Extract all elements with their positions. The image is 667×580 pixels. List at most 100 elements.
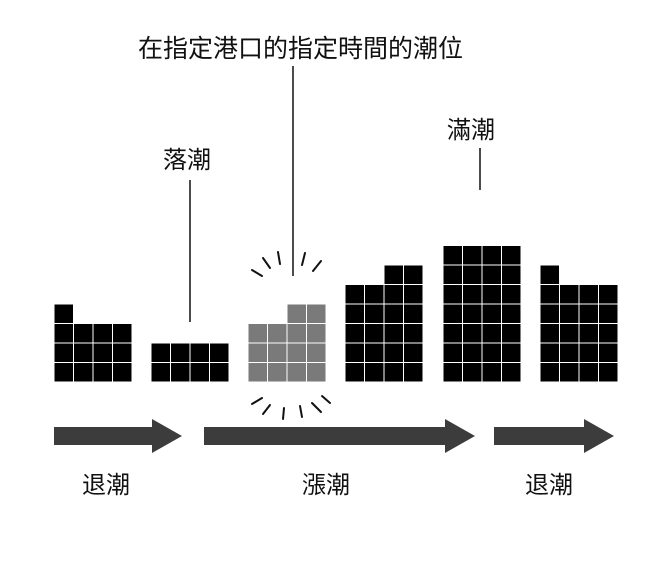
tide-cell [442, 323, 463, 344]
tide-block-falling-after-high [539, 264, 619, 383]
tide-cell [578, 342, 599, 363]
tide-cell [383, 323, 404, 344]
tide-cell [462, 245, 483, 266]
tide-cell [286, 323, 307, 344]
tide-cell [598, 323, 619, 344]
tide-cell [578, 362, 599, 383]
tide-cell [481, 245, 502, 266]
tide-cell [73, 362, 94, 383]
flood-label: 漲潮 [302, 471, 350, 499]
tide-cell [344, 342, 365, 363]
tide-block-current-tide [247, 303, 327, 383]
tide-cell [559, 323, 580, 344]
tide-block-low-tide [150, 342, 230, 383]
highlight-ray [301, 252, 306, 266]
tide-cell [306, 303, 327, 324]
highlight-ray [251, 397, 263, 405]
tide-cell [501, 342, 522, 363]
highlight-rays [251, 251, 331, 420]
highlight-ray [262, 257, 271, 269]
tide-cell [383, 264, 404, 285]
tide-cell [344, 284, 365, 305]
tide-cell [442, 303, 463, 324]
tide-cell [403, 303, 424, 324]
tide-cell [442, 245, 463, 266]
highlight-ray [299, 405, 303, 418]
tide-cell [481, 362, 502, 383]
tide-cell [501, 245, 522, 266]
tide-cell [598, 362, 619, 383]
ebb-label-2: 退潮 [525, 471, 573, 499]
tide-cell [462, 284, 483, 305]
tide-cell [442, 342, 463, 363]
tide-cell [442, 264, 463, 285]
tide-cell [73, 323, 94, 344]
tide-cell [267, 323, 288, 344]
tide-cell [383, 303, 404, 324]
tide-cell [112, 323, 133, 344]
tide-cell [364, 323, 385, 344]
tide-cell [501, 362, 522, 383]
tide-cell [92, 362, 113, 383]
tide-cell [247, 323, 268, 344]
tide-cell [364, 362, 385, 383]
tide-cell [578, 323, 599, 344]
low-tide-label: 落潮 [163, 146, 211, 174]
tide-cell [403, 342, 424, 363]
tide-block-high-tide [442, 245, 522, 383]
highlight-ray [277, 251, 281, 265]
tide-cell [92, 342, 113, 363]
tide-cell [559, 342, 580, 363]
highlight-ray [311, 402, 322, 413]
tide-cell [403, 264, 424, 285]
tide-cell [481, 264, 502, 285]
tide-cell [539, 323, 560, 344]
tide-cell [539, 362, 560, 383]
tide-cell [247, 362, 268, 383]
tide-cell [501, 264, 522, 285]
tide-cell [170, 362, 191, 383]
tide-cell [578, 303, 599, 324]
tide-cell [442, 284, 463, 305]
tide-cell [539, 264, 560, 285]
tide-cell [462, 303, 483, 324]
tide-cell [92, 323, 113, 344]
tide-cell [73, 342, 94, 363]
tide-cell [150, 362, 171, 383]
tide-cell [209, 342, 230, 363]
tide-cell [462, 342, 483, 363]
highlight-ray [251, 269, 263, 277]
tide-cell [267, 362, 288, 383]
tide-cell [403, 323, 424, 344]
tide-cell [170, 342, 191, 363]
tide-cell [501, 284, 522, 305]
tide-cell [462, 323, 483, 344]
tide-cell [306, 362, 327, 383]
tide-cell [344, 303, 365, 324]
tide-cell [286, 342, 307, 363]
tide-cell [481, 303, 502, 324]
tide-cell [578, 284, 599, 305]
tide-cell [383, 362, 404, 383]
tide-cell [403, 284, 424, 305]
tide-cell [403, 362, 424, 383]
flood-arrow [204, 419, 475, 453]
tide-cell [306, 323, 327, 344]
tide-cell [501, 303, 522, 324]
tide-cell [150, 342, 171, 363]
highlight-ray [282, 407, 285, 420]
tide-cell [598, 342, 619, 363]
tide-cell [501, 323, 522, 344]
tide-cell [53, 362, 74, 383]
tide-cell [53, 303, 74, 324]
direction-arrows [54, 419, 614, 453]
tide-cell [383, 342, 404, 363]
ebb-arrow-1 [54, 419, 182, 453]
tide-cell [189, 362, 210, 383]
tide-cell [539, 303, 560, 324]
tide-cell [539, 342, 560, 363]
tide-block-rising [344, 264, 424, 383]
highlight-ray [262, 404, 271, 415]
tide-cell [539, 284, 560, 305]
tide-cell [364, 303, 385, 324]
